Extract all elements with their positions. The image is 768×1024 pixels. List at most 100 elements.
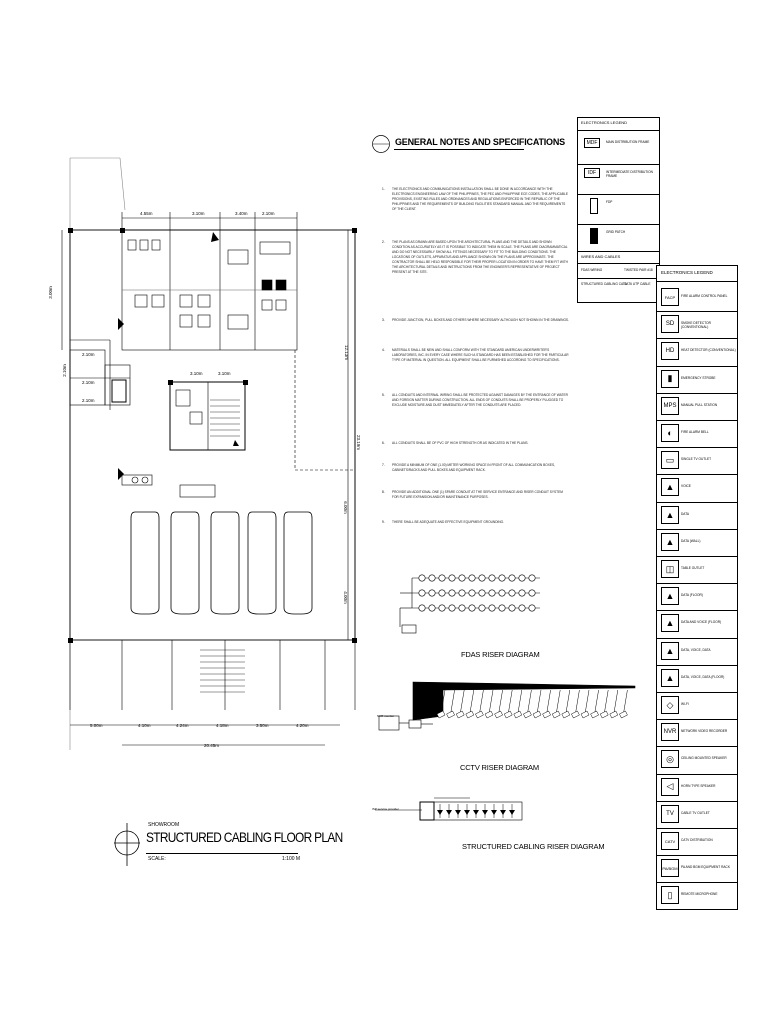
legend-label: VOICE (681, 484, 691, 489)
legend-label: FIRE ALARM BELL (681, 430, 709, 434)
cctv-line (565, 689, 571, 715)
data-outlet-icon (500, 810, 506, 815)
data-outlet-icon (482, 810, 488, 815)
cctv-note: NVR monitor (377, 714, 395, 718)
dim-left-2: 2.10m (61, 364, 67, 377)
fdas-device-icon (458, 604, 466, 612)
legend-divider (657, 828, 737, 829)
legend-label: CEILING MOUNTED SPEAKER (681, 756, 727, 761)
legend-label: FIRE ALARM CONTROL PANEL (681, 294, 728, 298)
cctv-line (546, 689, 551, 715)
legend-divider (657, 311, 737, 313)
cctv-line (498, 689, 503, 715)
fdas-device-icon (428, 589, 436, 597)
scale-label: SCALE: (148, 856, 166, 862)
wire-name: STRUCTURED CABLING CAT6 (581, 282, 627, 286)
fdas-device-icon (478, 604, 486, 612)
cctv-line (450, 689, 455, 715)
cctv-camera-icon (455, 710, 465, 719)
legend-symbol (590, 198, 598, 214)
note-number: 3. (382, 318, 385, 322)
legend-label: MANUAL PULL STATION (681, 402, 718, 407)
cctv-camera-icon (513, 710, 523, 719)
legend-symbol (590, 228, 598, 244)
cctv-camera-icon (590, 710, 599, 719)
fdas-device-icon (438, 604, 446, 612)
fdas-device-icon (418, 589, 426, 597)
cctv-line (459, 689, 465, 715)
legend-label: DATA (681, 511, 690, 516)
note-text: THE ELECTRONICS AND COMMUNICATIONS INSTA… (392, 187, 568, 211)
dim-bottom-6: 4.20m (296, 723, 309, 728)
note-number: 1. (382, 187, 385, 191)
cctv-line (575, 689, 580, 715)
notes-title-bubble-icon (372, 135, 390, 153)
note-text: PROVIDE A MINIMUM OF ONE (1.00) METER WO… (392, 463, 555, 472)
legend-label: DATA AND VOICE (FLOOR) (681, 620, 722, 625)
fdas-device-icon (508, 589, 516, 597)
floor-plan-drawing (61, 157, 357, 750)
legend-symbol: FACP (661, 288, 679, 306)
cctv-camera-icon (523, 710, 532, 719)
cctv-camera-icon (619, 710, 628, 719)
fdas-device-icon (418, 574, 426, 582)
fdas-device-icon (418, 604, 426, 612)
legend-symbol: ◎ (661, 750, 679, 769)
fdas-device-icon (488, 589, 496, 597)
legend-divider (578, 224, 659, 225)
floorplan-subtitle: SHOWROOM (148, 822, 180, 828)
legend-divider (657, 610, 737, 612)
legend-symbol: MPS (661, 396, 679, 415)
fdas-device-icon (528, 604, 536, 612)
fdas-device-icon (488, 574, 496, 582)
legend-divider (657, 692, 737, 693)
legend-symbol: ▮ (661, 369, 679, 388)
legend-divider (578, 194, 659, 195)
fdas-riser-diagram (399, 574, 540, 634)
cctv-diagram-title: CCTV RISER DIAGRAM (460, 763, 539, 772)
dim-bottom-3: 4.24m (176, 723, 189, 728)
wire-spec: TWISTED PAIR #18 (624, 268, 653, 272)
legend-divider (657, 501, 737, 503)
legend-symbol: ▲ (661, 614, 679, 633)
fdas-device-icon (458, 589, 466, 597)
dim-right-4: 4.00m (342, 591, 348, 604)
fdas-diagram-title: FDAS RISER DIAGRAM (461, 650, 540, 659)
cctv-line (555, 689, 561, 715)
legend-symbol: ▲ (661, 587, 679, 606)
cctv-camera-icon (542, 710, 551, 719)
legend-symbol: ▲ (661, 478, 679, 497)
data-outlet-icon (491, 810, 497, 815)
cctv-camera-icon (609, 710, 619, 719)
legend-label: WI-FI (681, 702, 689, 706)
dim-inner-2: 2.10m (82, 380, 95, 385)
note-text: THE PLANS AS DRAWN ARE BASED UPON THE AR… (392, 240, 568, 274)
cctv-camera-icon (580, 710, 590, 719)
cctv-line (584, 689, 590, 715)
cctv-line (479, 689, 484, 715)
cctv-line (440, 689, 446, 715)
legend-symbol: ▯ (661, 886, 679, 905)
cctv-camera-icon (599, 710, 609, 719)
cctv-line (594, 689, 599, 715)
dim-right-2: 23.19m (356, 434, 362, 451)
legend-label: NETWORK VIDEO RECORDER (681, 729, 728, 734)
cctv-camera-icon (446, 710, 455, 719)
fdas-device-icon (498, 604, 506, 612)
fdas-device-icon (528, 574, 536, 582)
dim-bottom-1: 5.00m (90, 723, 103, 728)
legend-divider (657, 855, 737, 857)
dim-inner-3: 2.10m (82, 398, 95, 403)
legend-label: FDP (606, 200, 613, 204)
legend-divider (657, 746, 737, 748)
cctv-camera-icon (475, 710, 484, 719)
fdas-device-icon (428, 604, 436, 612)
dim-bottom-4: 4.18m (216, 723, 229, 728)
fdas-device-icon (498, 589, 506, 597)
fdas-device-icon (448, 589, 456, 597)
cctv-line (603, 689, 609, 715)
legend-symbol: ▭ (661, 451, 679, 470)
cctv-line (517, 689, 523, 715)
legend-symbol: SD (661, 315, 679, 334)
